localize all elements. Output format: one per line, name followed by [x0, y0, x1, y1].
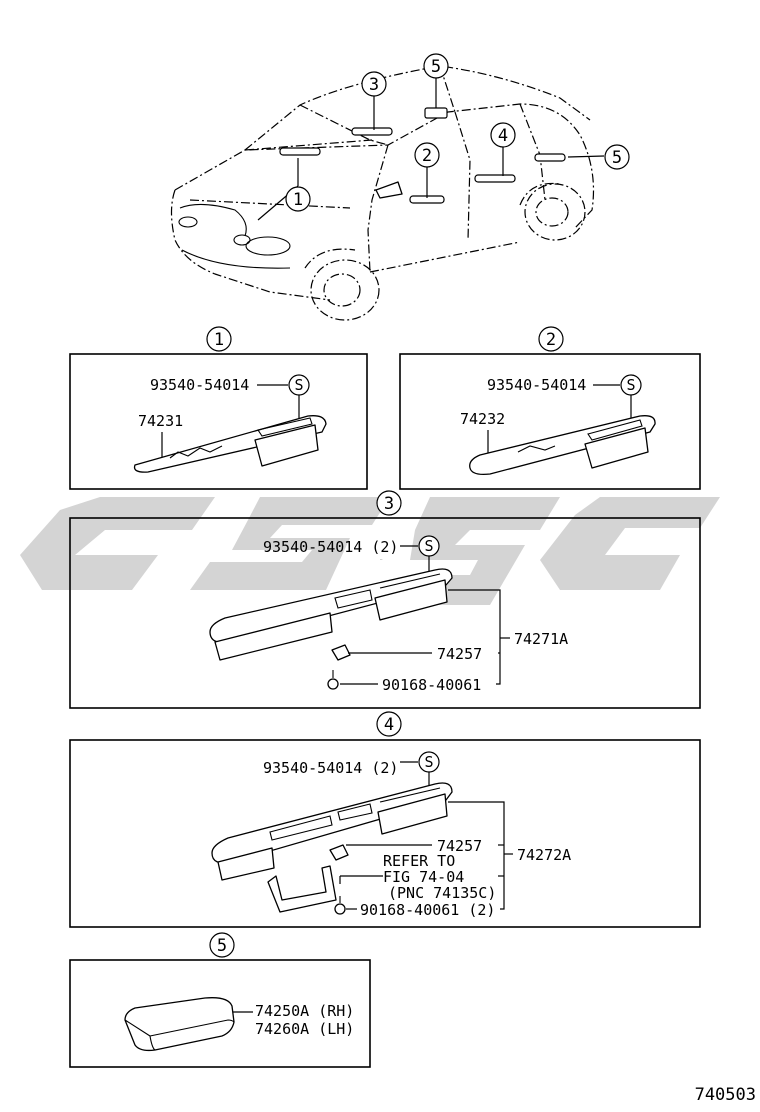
- reference-line-2: FIG 74-04: [383, 868, 464, 886]
- callout-number: 3: [369, 75, 379, 95]
- garnish-74250a: [124, 997, 235, 1052]
- panel-number: 4: [384, 715, 394, 735]
- part-label-74231: 74231: [138, 412, 183, 430]
- clip-74257: [329, 844, 349, 861]
- car-callout-5-rear: 5: [604, 144, 630, 170]
- watermark-text: CSPC: [380, 559, 383, 561]
- part-label-90168-40061: 90168-40061: [382, 676, 481, 694]
- screw-90168-40061: [334, 896, 346, 915]
- clip-74257: [331, 644, 351, 661]
- screw-symbol: S: [424, 753, 433, 771]
- assembly-label-74271a: 74271A: [514, 630, 568, 648]
- figure-number: 740503: [695, 1085, 756, 1105]
- panel-3: 3 93540-54014 (2) S 74257 90168-40061 74…: [69, 490, 701, 709]
- panel-5: 5 74250A (RH) 74260A (LH): [69, 932, 371, 1068]
- switch-base-74271a: [209, 568, 453, 661]
- assembly-label-74272a: 74272A: [517, 846, 571, 864]
- part-label-74257: 74257: [437, 645, 482, 663]
- car-callout-3: 3: [361, 71, 387, 97]
- callout-number: 1: [293, 190, 303, 210]
- screw-90168-40061: [327, 670, 339, 690]
- car-callout-2: 2: [414, 142, 440, 168]
- car-callout-1: 1: [285, 186, 311, 212]
- screw-symbol: S: [626, 376, 635, 394]
- reference-line-3: (PNC 74135C): [388, 884, 496, 902]
- switch-base-74232: [469, 415, 656, 476]
- panel-4: 4 93540-54014 (2) S 74257 REFER TO: [69, 711, 701, 928]
- screw-symbol: S: [294, 376, 303, 394]
- part-label-93540-54014-2: 93540-54014 (2): [263, 759, 398, 777]
- switch-base-74272a: [211, 782, 453, 881]
- part-label-74257: 74257: [437, 837, 482, 855]
- panel-2: 2 93540-54014 S 74232: [399, 326, 701, 490]
- panel-number: 2: [546, 330, 556, 350]
- part-label-74260a-lh: 74260A (LH): [255, 1020, 354, 1038]
- part-label-93540-54014: 93540-54014: [487, 376, 586, 394]
- part-label-93540-54014-2: 93540-54014 (2): [263, 538, 398, 556]
- reference-line-1: REFER TO: [383, 852, 455, 870]
- part-label-93540-54014: 93540-54014: [150, 376, 249, 394]
- panel-1: 1 93540-54014 S 74231: [69, 326, 368, 490]
- switch-base-74231: [133, 415, 327, 473]
- car-callout-5-top: 5: [423, 53, 449, 79]
- panel-number: 5: [217, 936, 227, 956]
- bracket-74135c: [267, 865, 337, 913]
- callout-number: 4: [498, 126, 508, 146]
- part-label-74250a-rh: 74250A (RH): [255, 1002, 354, 1020]
- callout-number: 5: [612, 148, 622, 168]
- car-callout-4: 4: [490, 122, 516, 148]
- part-label-90168-40061-2: 90168-40061 (2): [360, 901, 495, 919]
- part-label-74232: 74232: [460, 410, 505, 428]
- van-illustration: [170, 65, 605, 321]
- screw-symbol: S: [424, 537, 433, 555]
- callout-number: 5: [431, 57, 441, 77]
- panel-number: 1: [214, 330, 224, 350]
- panel-number: 3: [384, 494, 394, 514]
- callout-number: 2: [422, 146, 432, 166]
